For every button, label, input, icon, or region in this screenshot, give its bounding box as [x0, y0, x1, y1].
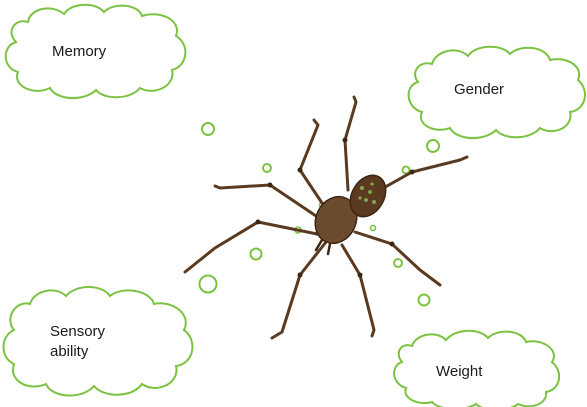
cloud-label-weight: Weight [436, 362, 482, 382]
cloud-label-gender: Gender [454, 80, 504, 100]
cloud-label-memory: Memory [52, 42, 106, 62]
cloud-label-sensory-ability: Sensory ability [50, 322, 120, 362]
thought-bubble-icon [200, 276, 217, 293]
spider-icon [185, 97, 467, 338]
thought-bubble-icon [263, 164, 271, 172]
cloud-label-sensory-line1: Sensory [50, 322, 120, 342]
thought-bubble-icon [427, 140, 439, 152]
thought-bubble-icon [202, 123, 214, 135]
thought-bubble-icon [394, 259, 402, 267]
cloud-label-sensory-line2: ability [50, 342, 120, 362]
thought-bubble-icon [419, 295, 430, 306]
thought-bubble-icon [251, 249, 262, 260]
thought-bubble-icon [371, 226, 376, 231]
